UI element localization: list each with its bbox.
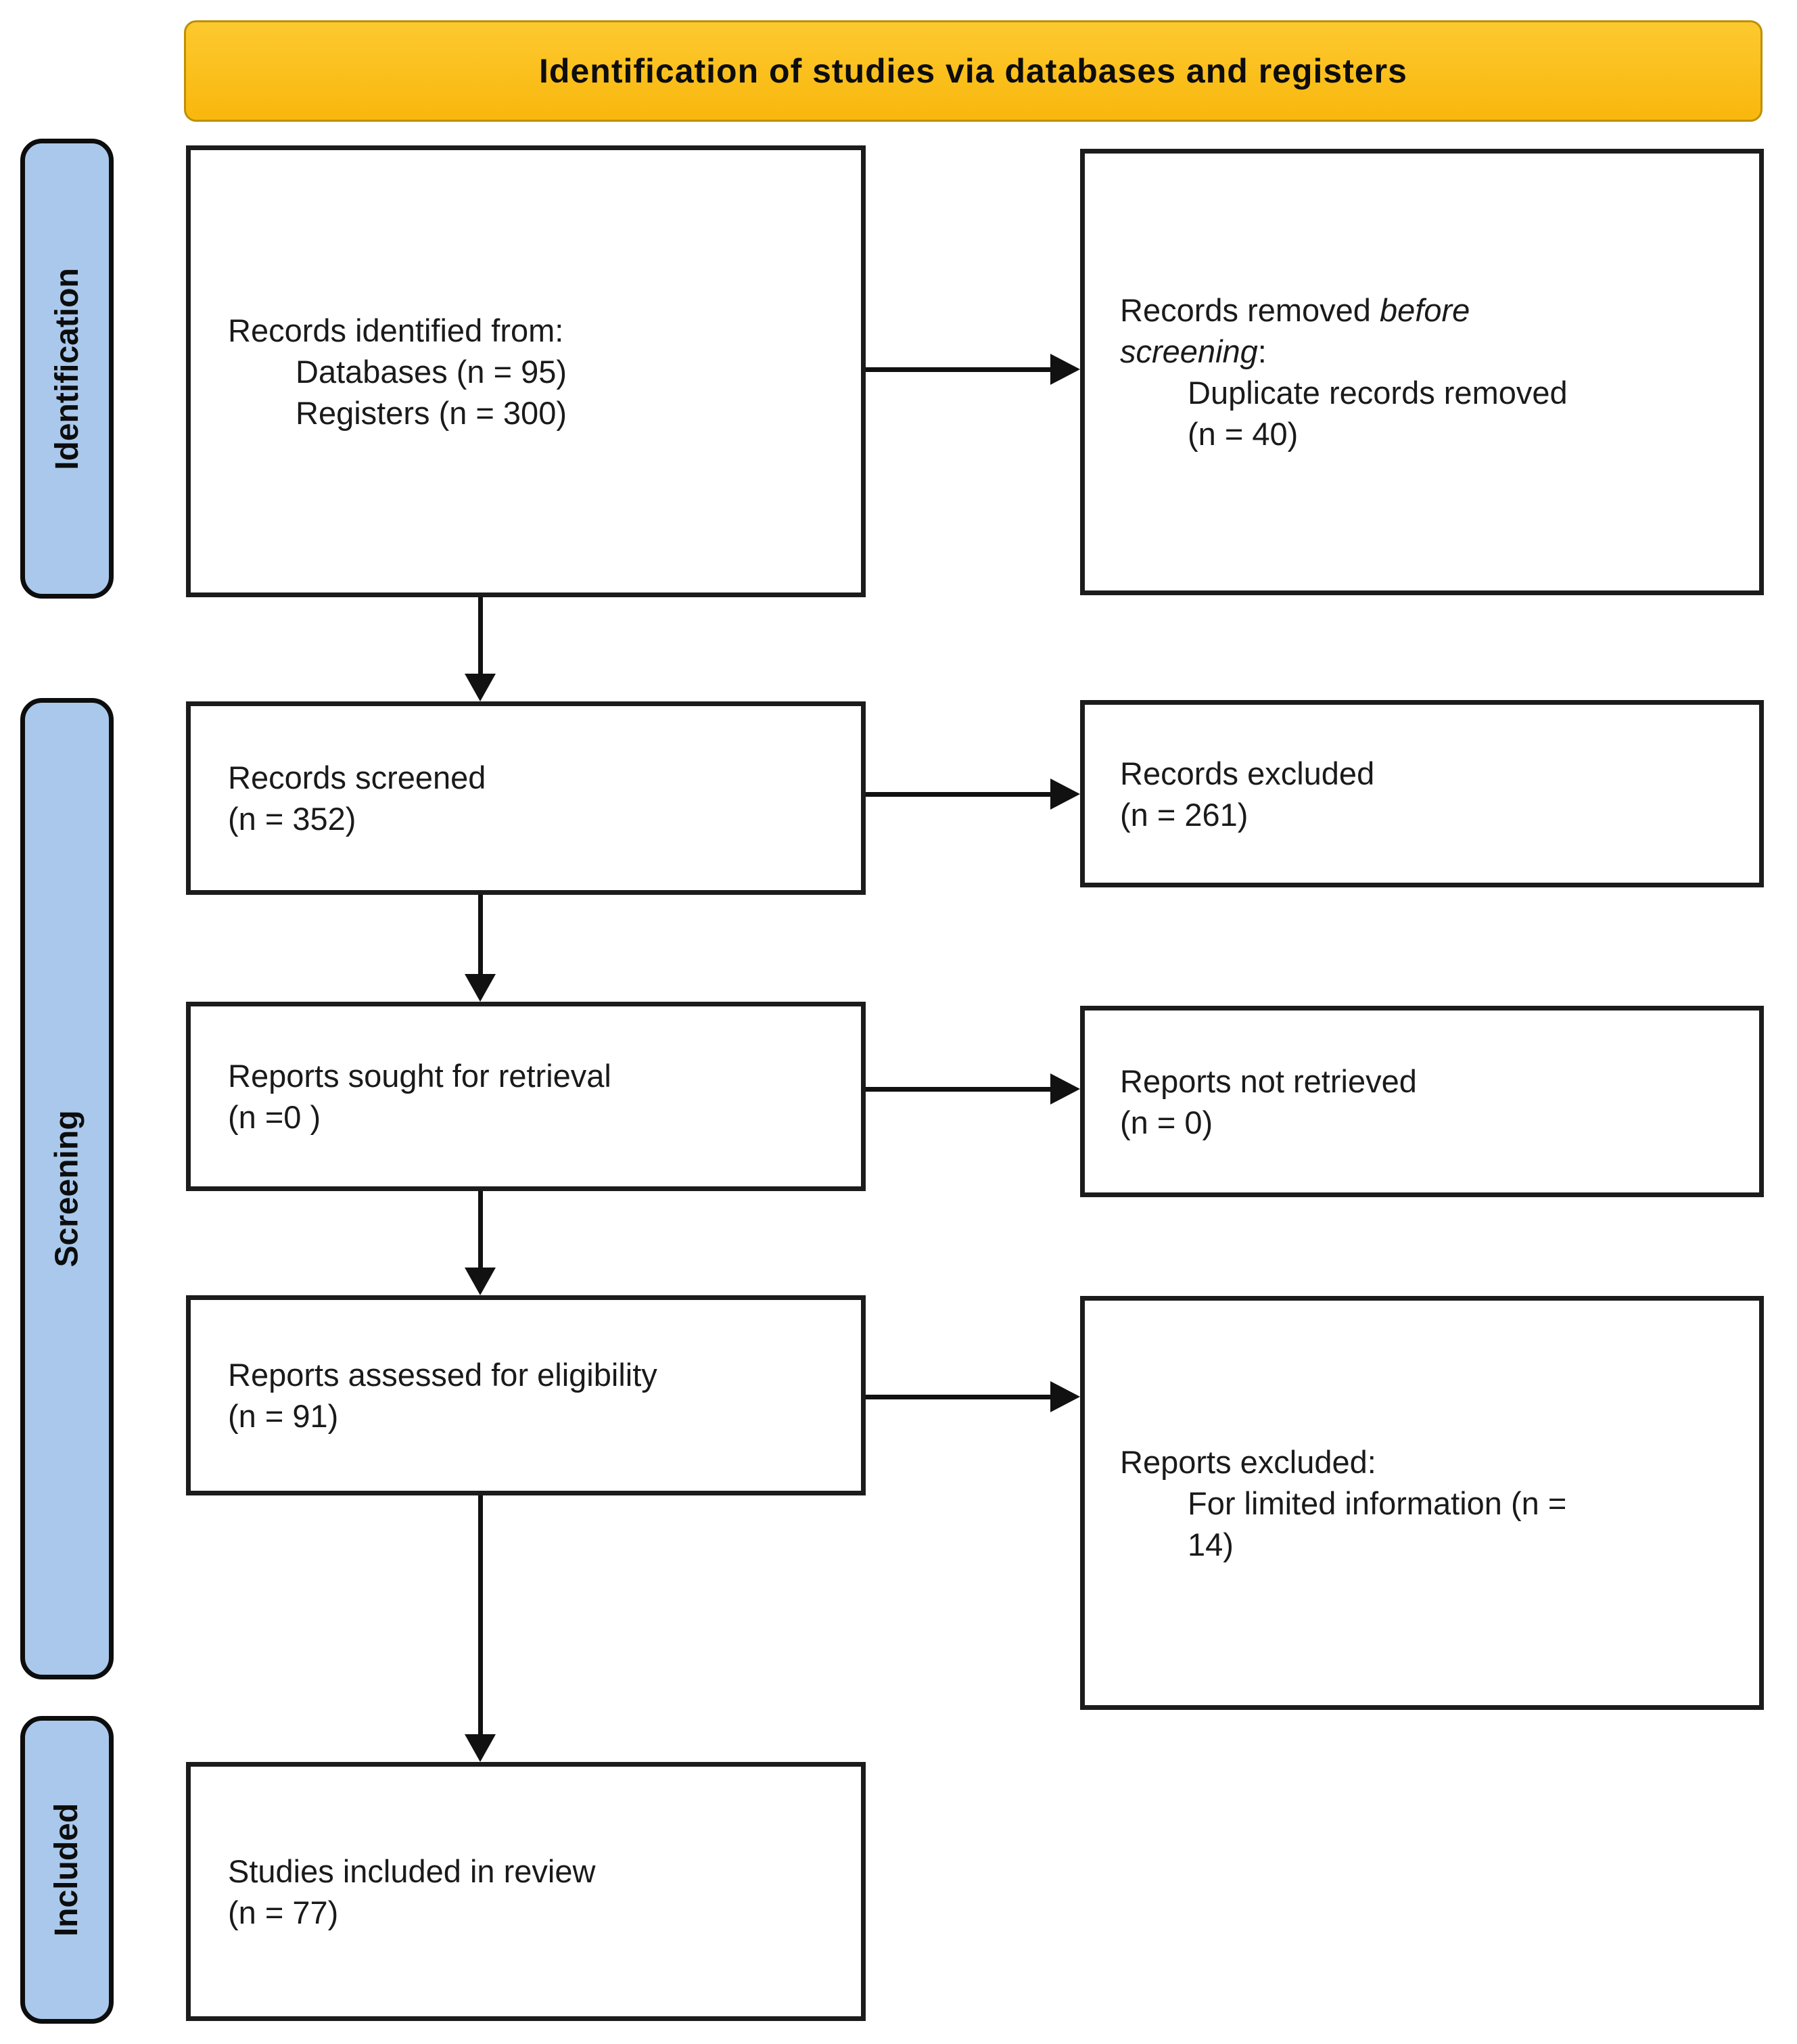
records-identified-line3: Registers (n = 300) [296, 394, 567, 431]
stage-screening-label: Screening [49, 1110, 85, 1268]
box-records-screened: Records screened (n = 352) [186, 701, 866, 895]
reports-sought-line2: (n =0 ) [228, 1099, 321, 1135]
reports-not-retrieved-line1: Reports not retrieved [1120, 1063, 1417, 1099]
records-removed-line3: Duplicate records removed [1188, 375, 1568, 411]
arrow-screened-to-excluded-head [1050, 779, 1080, 810]
diagram-title: Identification of studies via databases … [539, 52, 1407, 90]
arrow-assessed-to-included-head [465, 1734, 496, 1762]
records-removed-line2: screening: [1120, 333, 1267, 369]
title-banner: Identification of studies via databases … [184, 20, 1763, 122]
box-records-removed: Records removed before screening: Duplic… [1080, 149, 1764, 595]
arrow-sought-to-notretrieved-line [866, 1087, 1051, 1092]
studies-included-line1: Studies included in review [228, 1853, 596, 1889]
records-screened-line1: Records screened [228, 760, 486, 795]
records-removed-line1: Records removed before [1120, 292, 1470, 328]
box-reports-not-retrieved: Reports not retrieved (n = 0) [1080, 1006, 1764, 1197]
arrow-identified-to-screened-line [478, 597, 483, 675]
box-reports-assessed: Reports assessed for eligibility (n = 91… [186, 1295, 866, 1495]
records-screened-line2: (n = 352) [228, 801, 356, 837]
box-reports-excluded: Reports excluded: For limited informatio… [1080, 1296, 1764, 1710]
box-reports-sought: Reports sought for retrieval (n =0 ) [186, 1002, 866, 1191]
reports-not-retrieved-line2: (n = 0) [1120, 1104, 1213, 1140]
records-excluded-line2: (n = 261) [1120, 796, 1248, 833]
box-records-excluded: Records excluded (n = 261) [1080, 700, 1764, 887]
reports-excluded-line1: Reports excluded: [1120, 1443, 1376, 1480]
arrow-sought-to-notretrieved-head [1050, 1073, 1080, 1105]
box-studies-included: Studies included in review (n = 77) [186, 1762, 866, 2021]
arrow-assessed-to-reportsexcluded-head [1050, 1381, 1080, 1412]
reports-excluded-line3: 14) [1188, 1526, 1234, 1562]
arrow-identified-to-removed-line [866, 367, 1051, 372]
reports-assessed-line1: Reports assessed for eligibility [228, 1357, 657, 1393]
arrow-screened-to-sought-line [478, 895, 483, 975]
arrow-identified-to-screened-head [465, 674, 496, 701]
records-excluded-line1: Records excluded [1120, 755, 1375, 791]
stage-included: Included [20, 1716, 114, 2024]
arrow-identified-to-removed-head [1050, 354, 1080, 385]
stage-screening: Screening [20, 698, 114, 1679]
stage-identification: Identification [20, 139, 114, 599]
records-identified-line2: Databases (n = 95) [296, 353, 567, 390]
records-removed-line4: (n = 40) [1188, 416, 1299, 452]
reports-sought-line1: Reports sought for retrieval [228, 1058, 611, 1094]
studies-included-line2: (n = 77) [228, 1894, 339, 1930]
arrow-screened-to-sought-head [465, 974, 496, 1002]
arrow-sought-to-assessed-line [478, 1191, 483, 1268]
reports-assessed-line2: (n = 91) [228, 1398, 339, 1434]
reports-excluded-line2: For limited information (n = [1188, 1485, 1567, 1521]
stage-included-label: Included [49, 1803, 85, 1937]
box-records-identified: Records identified from: Databases (n = … [186, 145, 866, 597]
arrow-assessed-to-included-line [478, 1495, 483, 1735]
arrow-assessed-to-reportsexcluded-line [866, 1395, 1051, 1399]
arrow-sought-to-assessed-head [465, 1268, 496, 1295]
arrow-screened-to-excluded-line [866, 792, 1051, 797]
stage-identification-label: Identification [49, 267, 85, 470]
records-identified-line1: Records identified from: [228, 312, 564, 348]
